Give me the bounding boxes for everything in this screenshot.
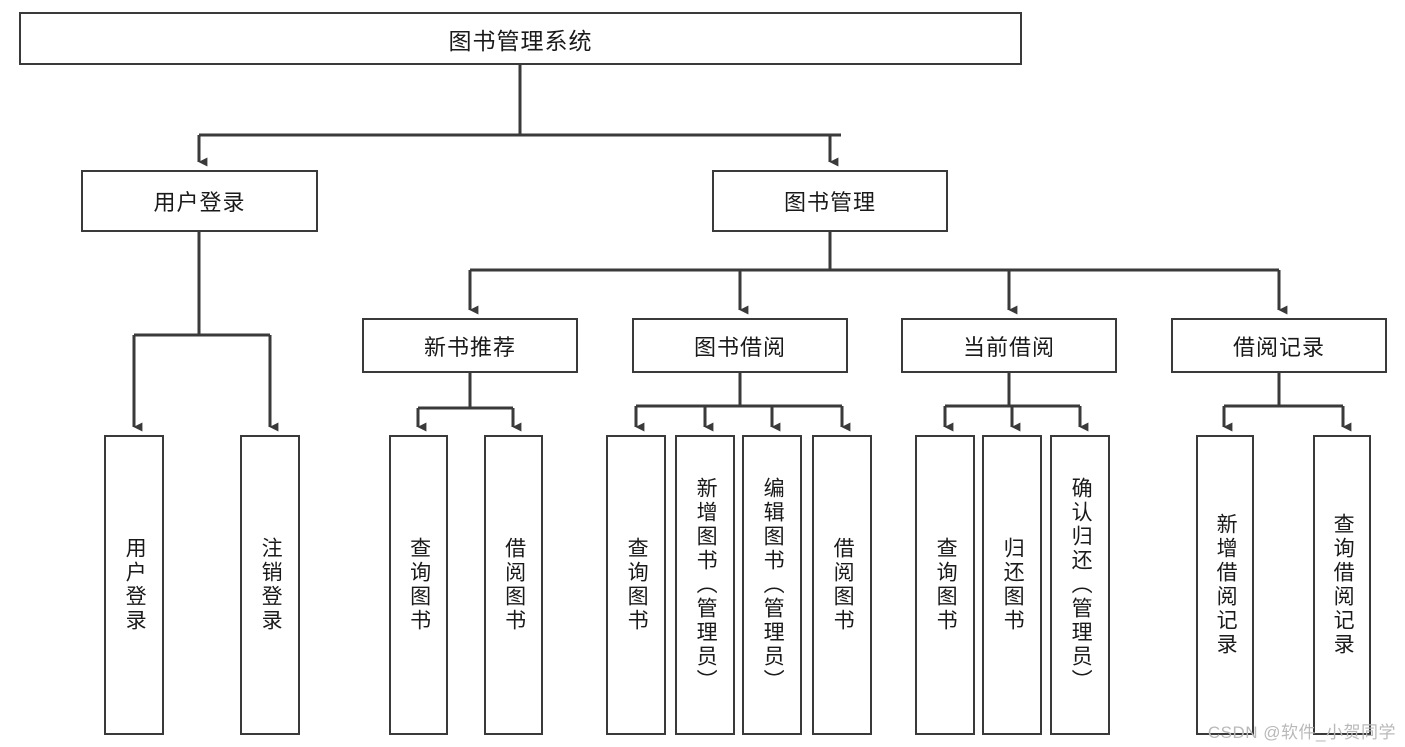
leaf-borrow-records-add-record[interactable]: 新增借阅记录 xyxy=(1196,435,1254,735)
node-label: 归还图书 xyxy=(1001,537,1025,633)
node-label: 确认归还（管理员） xyxy=(1069,477,1093,693)
node-label: 查询图书 xyxy=(625,537,649,633)
node-label: 新书推荐 xyxy=(423,334,516,360)
leaf-new-book-borrow-book[interactable]: 借阅图书 xyxy=(484,435,543,735)
node-label: 用户登录 xyxy=(153,190,246,215)
node-label: 当前借阅 xyxy=(962,334,1055,360)
node-book-borrow[interactable]: 图书借阅 xyxy=(632,318,848,373)
node-label: 图书管理 xyxy=(783,190,876,215)
node-label: 新增借阅记录 xyxy=(1214,513,1238,657)
node-label: 借阅记录 xyxy=(1232,334,1325,360)
leaf-user-login-login[interactable]: 用户登录 xyxy=(104,435,164,735)
leaf-book-borrow-add-book-admin[interactable]: 新增图书（管理员） xyxy=(675,435,735,735)
leaf-current-borrow-confirm-return-admin[interactable]: 确认归还（管理员） xyxy=(1050,435,1110,735)
node-label: 图书借阅 xyxy=(693,334,786,360)
leaf-borrow-records-query-record[interactable]: 查询借阅记录 xyxy=(1313,435,1371,735)
node-label: 图书管理系统 xyxy=(448,27,593,54)
node-user-login[interactable]: 用户登录 xyxy=(81,170,318,232)
node-new-book-recommend[interactable]: 新书推荐 xyxy=(362,318,578,373)
node-label: 查询借阅记录 xyxy=(1331,513,1355,657)
node-label: 查询图书 xyxy=(407,537,431,633)
node-current-borrow[interactable]: 当前借阅 xyxy=(901,318,1117,373)
leaf-book-borrow-borrow-book[interactable]: 借阅图书 xyxy=(812,435,872,735)
node-label: 借阅图书 xyxy=(831,537,855,633)
leaf-book-borrow-query-book[interactable]: 查询图书 xyxy=(606,435,666,735)
node-label: 新增图书（管理员） xyxy=(694,477,718,693)
node-label: 用户登录 xyxy=(123,537,147,633)
leaf-current-borrow-return-book[interactable]: 归还图书 xyxy=(982,435,1042,735)
node-label: 注销登录 xyxy=(259,537,283,633)
node-book-management[interactable]: 图书管理 xyxy=(712,170,948,232)
leaf-user-login-logout[interactable]: 注销登录 xyxy=(240,435,300,735)
leaf-current-borrow-query-book[interactable]: 查询图书 xyxy=(915,435,975,735)
leaf-new-book-query-book[interactable]: 查询图书 xyxy=(389,435,448,735)
node-root-book-management-system[interactable]: 图书管理系统 xyxy=(19,12,1022,65)
node-label: 编辑图书（管理员） xyxy=(761,477,785,693)
node-borrow-records[interactable]: 借阅记录 xyxy=(1171,318,1387,373)
leaf-book-borrow-edit-book-admin[interactable]: 编辑图书（管理员） xyxy=(742,435,802,735)
watermark-text: CSDN @软件_小贺同学 xyxy=(1207,723,1396,742)
node-label: 借阅图书 xyxy=(502,537,526,633)
node-label: 查询图书 xyxy=(934,537,958,633)
